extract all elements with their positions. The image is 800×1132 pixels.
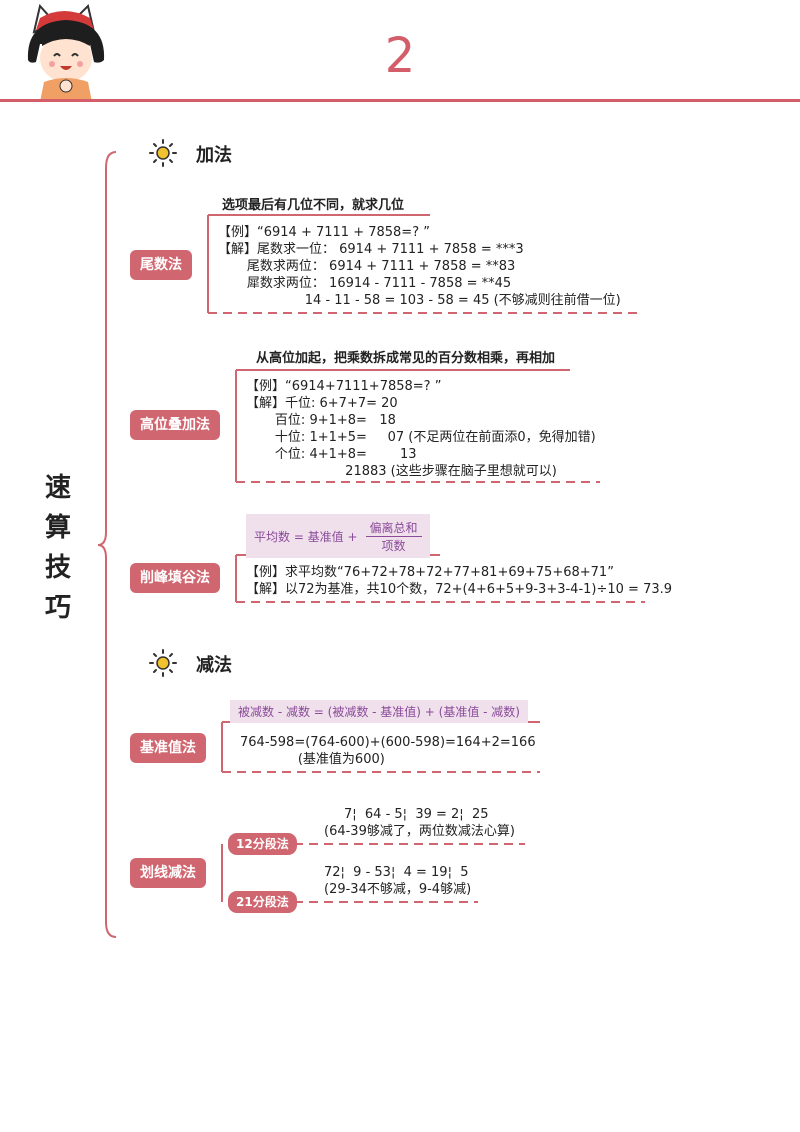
fraction-numerator: 偏离总和 — [369, 520, 418, 535]
segment-12-badge: 12分段法 — [228, 833, 297, 855]
main-title-char: 速 — [44, 473, 71, 503]
main-title-char: 巧 — [44, 593, 71, 623]
fraction-denominator: 项数 — [365, 535, 422, 554]
tail-example: 【例】“6914 + 7111 + 7858=? ” 【解】尾数求一位： 691… — [218, 224, 621, 309]
high-method-badge: 高位叠加法 — [130, 410, 220, 440]
sun-icon — [149, 139, 177, 167]
cartoon-girl-icon — [27, 3, 105, 102]
main-title: 速 算 技 巧 — [38, 468, 78, 628]
section-title-addition: 加法 — [196, 145, 232, 166]
example-line: 【解】千位: 6+7+7= 20 — [246, 396, 398, 411]
example-line: 7¦ 64 - 5¦ 39 = 2¦ 25 — [344, 807, 489, 822]
example-line: 百位: 9+1+8= 18 — [246, 413, 396, 428]
example-line: 14 - 11 - 58 = 103 - 58 = 45 (不够减则往前借一位) — [218, 293, 621, 308]
example-line: (29-34不够减，9-4够减) — [324, 882, 472, 897]
base-formula: 被减数 - 减数 = (被减数 - 基准值) + (基准值 - 减数) — [230, 700, 528, 723]
example-line: 【例】求平均数“76+72+78+72+77+81+69+75+68+71” — [246, 565, 614, 580]
sun-icon — [149, 649, 177, 677]
example-line: 个位: 4+1+8= 13 — [246, 447, 417, 462]
average-formula: 平均数 = 基准值 + 偏离总和 项数 — [246, 514, 430, 558]
tail-rule: 选项最后有几位不同，就求几位 — [222, 198, 405, 213]
example-line: 21883 (这些步骤在脑子里想就可以) — [246, 464, 557, 479]
main-title-char: 算 — [44, 513, 71, 543]
peak-example: 【例】求平均数“76+72+78+72+77+81+69+75+68+71” 【… — [246, 564, 672, 598]
example-line: 764-598=(764-600)+(600-598)=164+2=166 — [240, 735, 536, 750]
base-method-badge: 基准值法 — [130, 733, 206, 763]
segment-21-badge: 21分段法 — [228, 891, 297, 913]
example-line: 尾数求两位： 6914 + 7111 + 7858 = **83 — [218, 259, 516, 274]
example-line: 【例】“6914+7111+7858=? ” — [246, 379, 442, 394]
segment-12-example: 7¦ 64 - 5¦ 39 = 2¦ 25 (64-39够减了，两位数减法心算) — [324, 806, 515, 840]
example-line: (基准值为600) — [240, 752, 385, 767]
example-line: (64-39够减了，两位数减法心算) — [324, 824, 515, 839]
tail-method-badge: 尾数法 — [130, 250, 192, 280]
header-rule — [0, 99, 800, 102]
example-line: 【解】以72为基准，共10个数，72+(4+6+5+9-3+3-4-1)÷10 … — [246, 582, 673, 597]
formula-text: 平均数 = 基准值 + — [254, 529, 358, 544]
line-method-badge: 划线减法 — [130, 858, 206, 888]
example-line: 72¦ 9 - 53¦ 4 = 19¦ 5 — [324, 865, 469, 880]
high-rule: 从高位加起，把乘数拆成常见的百分数相乘，再相加 — [256, 351, 556, 366]
example-line: 犀数求两位： 16914 - 7111 - 7858 = **45 — [218, 276, 512, 291]
page-number: 2 — [384, 28, 416, 84]
peak-method-badge: 削峰填谷法 — [130, 563, 220, 593]
example-line: 【例】“6914 + 7111 + 7858=? ” — [218, 225, 430, 240]
formula-fraction: 偏离总和 项数 — [365, 519, 422, 554]
high-example: 【例】“6914+7111+7858=? ” 【解】千位: 6+7+7= 20 … — [246, 378, 596, 480]
example-line: 【解】尾数求一位： 6914 + 7111 + 7858 = ***3 — [218, 242, 524, 257]
segment-21-example: 72¦ 9 - 53¦ 4 = 19¦ 5 (29-34不够减，9-4够减) — [324, 864, 471, 898]
example-line: 十位: 1+1+5= 07 (不足两位在前面添0，免得加错) — [246, 430, 596, 445]
base-example: 764-598=(764-600)+(600-598)=164+2=166 (基… — [240, 734, 536, 768]
section-title-subtraction: 减法 — [196, 655, 232, 676]
main-title-char: 技 — [44, 553, 71, 583]
